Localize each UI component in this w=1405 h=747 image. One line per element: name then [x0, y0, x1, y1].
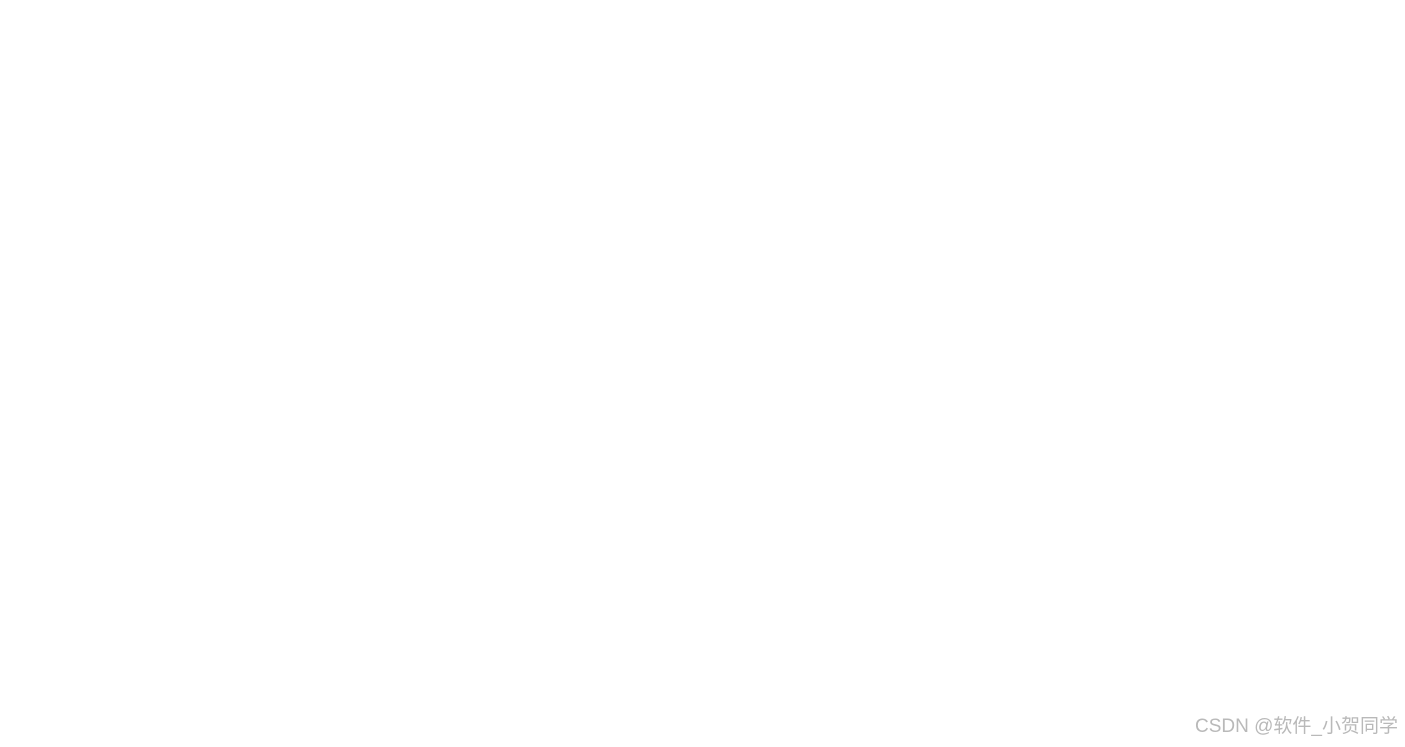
- watermark-label: CSDN @软件_小贺同学: [1195, 715, 1398, 737]
